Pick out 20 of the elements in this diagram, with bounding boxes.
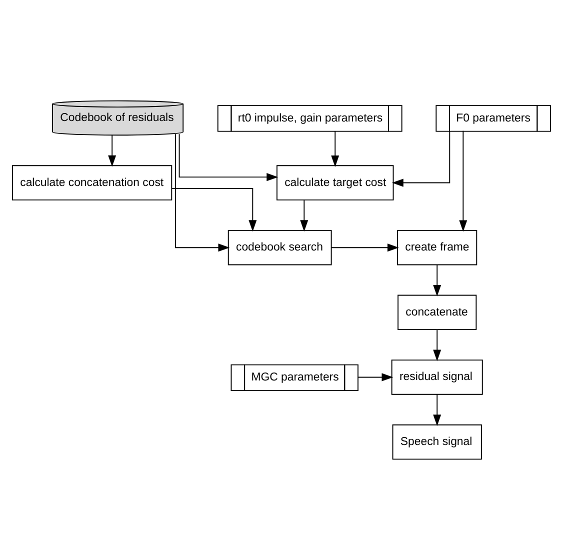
node-box: Speech signal bbox=[392, 424, 482, 460]
node-box: calculate target cost bbox=[276, 164, 394, 200]
arrow bbox=[459, 130, 468, 232]
node-box: codebook search bbox=[228, 229, 332, 265]
node-box: create frame bbox=[397, 229, 478, 265]
arrow bbox=[108, 134, 116, 166]
arrow bbox=[331, 130, 340, 166]
arrow bbox=[330, 243, 399, 252]
node-box: concatenate bbox=[398, 294, 477, 330]
arrow bbox=[433, 328, 442, 361]
arrow bbox=[178, 133, 278, 181]
arrow bbox=[357, 372, 394, 381]
arrow bbox=[433, 264, 442, 296]
arrow bbox=[433, 394, 442, 426]
arrow bbox=[392, 130, 450, 186]
arrow bbox=[300, 199, 308, 232]
node-box: residual signal bbox=[391, 359, 483, 394]
node-box: calculate concatenation cost bbox=[12, 164, 172, 200]
arrow bbox=[174, 133, 230, 252]
arrow bbox=[171, 188, 257, 232]
